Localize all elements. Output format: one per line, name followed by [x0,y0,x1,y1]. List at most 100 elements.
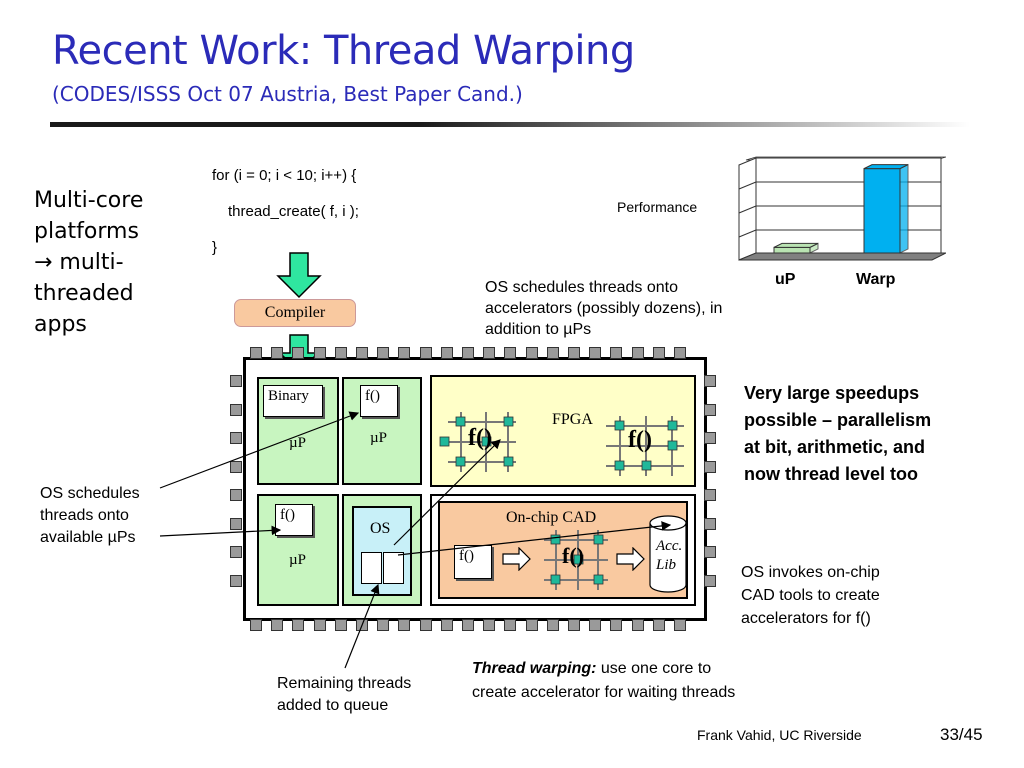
chip-pin [271,347,283,359]
chip-pin [230,461,242,473]
function-document-icon: f() [454,545,492,579]
slide-title: Recent Work: Thread Warping [52,28,635,74]
thread-warping-text: Thread warping: use one core to create a… [472,657,735,705]
up-core-3: f() µP [257,494,339,606]
up-core-2: f() µP [342,377,422,485]
chip-pin [674,619,686,631]
cad-block: On-chip CAD f() f() [438,501,688,599]
chip-pin [547,347,559,359]
chip-pin [704,546,716,558]
chip-pin [704,575,716,587]
function-document-icon: f() [275,504,313,536]
thread-warping-line2: create accelerator for waiting threads [472,684,736,701]
function-document-icon: f() [360,385,398,417]
annotation-line: added to queue [277,697,389,714]
annotation-line: CAD tools to create [741,587,880,604]
performance-chart [738,156,946,261]
annotation-line: available µPs [40,529,136,546]
chip-pin [230,404,242,416]
chip-pin [250,347,262,359]
up-label: µP [370,430,387,446]
f-label: f() [459,548,474,564]
annotation-line: accelerators (possibly dozens), in [485,300,723,317]
binary-document-icon: Binary [263,385,323,417]
annotation-line: OS schedules threads onto [485,279,679,296]
chip-pin [704,404,716,416]
intro-line: platforms [34,219,139,244]
chip-pin [653,619,665,631]
f-label: f() [280,507,295,523]
chip-pin [589,347,601,359]
intro-line: apps [34,312,87,337]
annotation-line: at bit, arithmetic, and [744,437,926,457]
bar-warp [863,163,909,254]
chart-category-up: uP [775,271,796,288]
chip-pin [704,489,716,501]
chip-pin [420,347,432,359]
annotation-line: accelerators for f() [741,610,871,627]
annotation-line: OS schedules [40,485,140,502]
fpga-label: FPGA [552,411,593,428]
chart-ylabel: Performance [617,199,698,215]
chip-pin [356,347,368,359]
annotation-line: threads onto [40,507,129,524]
fpga-circuit-icon [606,416,684,476]
chip-pin [335,619,347,631]
chip-pin [230,518,242,530]
chip-pin [230,546,242,558]
remaining-threads-text: Remaining threads added to queue [277,673,411,717]
os-schedules-accelerators-text: OS schedules threads onto accelerators (… [485,277,722,340]
annotation-line: possible – parallelism [744,410,932,430]
intro-line: threaded [34,281,134,306]
chip-pin [610,619,622,631]
chip-pin [674,347,686,359]
thread-warping-term: Thread warping: [472,660,597,677]
fpga-block: FPGA f() f() [430,375,696,487]
cad-label: On-chip CAD [506,509,597,526]
compiler-box: Compiler [234,299,356,327]
code-line-2: thread_create( f, i ); [228,203,359,220]
annotation-line: addition to µPs [485,321,592,338]
annotation-line: Remaining threads [277,675,412,692]
chip-pin [398,619,410,631]
right-arrow-icon [502,547,531,571]
cad-function: f() [562,543,584,568]
queued-thread-icon [383,552,404,584]
code-line-3: } [212,239,218,256]
thread-warping-desc: use one core to [596,660,712,677]
annotation-line: OS invokes on-chip [741,564,880,581]
chip: Binary µP f() µP FPGA f() [243,357,707,621]
os-schedules-ups-text: OS schedules threads onto available µPs [40,483,140,549]
right-arrow-icon [616,547,645,571]
chip-pin [610,347,622,359]
intro-line: Multi-core [34,188,144,213]
cad-circuit-icon [544,530,608,590]
chip-pin [547,619,559,631]
chip-pin [483,619,495,631]
cad-outer: On-chip CAD f() f() [430,494,696,606]
chip-pin [314,619,326,631]
chip-pin [441,347,453,359]
fpga-function-left: f() [468,425,492,451]
chip-pin [568,347,580,359]
chip-pin [250,619,262,631]
chip-pin [314,347,326,359]
chart-category-warp: Warp [856,271,896,288]
chip-pin [377,619,389,631]
chip-pin [398,347,410,359]
chip-pin [632,619,644,631]
chip-pin [704,518,716,530]
up-label: µP [289,552,306,568]
bar-up [773,242,819,254]
chip-pin [653,347,665,359]
binary-label: Binary [268,388,309,404]
os-label: OS [370,520,391,537]
queued-thread-icon [361,552,382,584]
chip-pin [230,375,242,387]
chip-pin [420,619,432,631]
chip-pin [589,619,601,631]
chip-pin [292,619,304,631]
chip-pin [632,347,644,359]
intro-text: Multi-core platforms → multi- threaded a… [34,185,143,340]
